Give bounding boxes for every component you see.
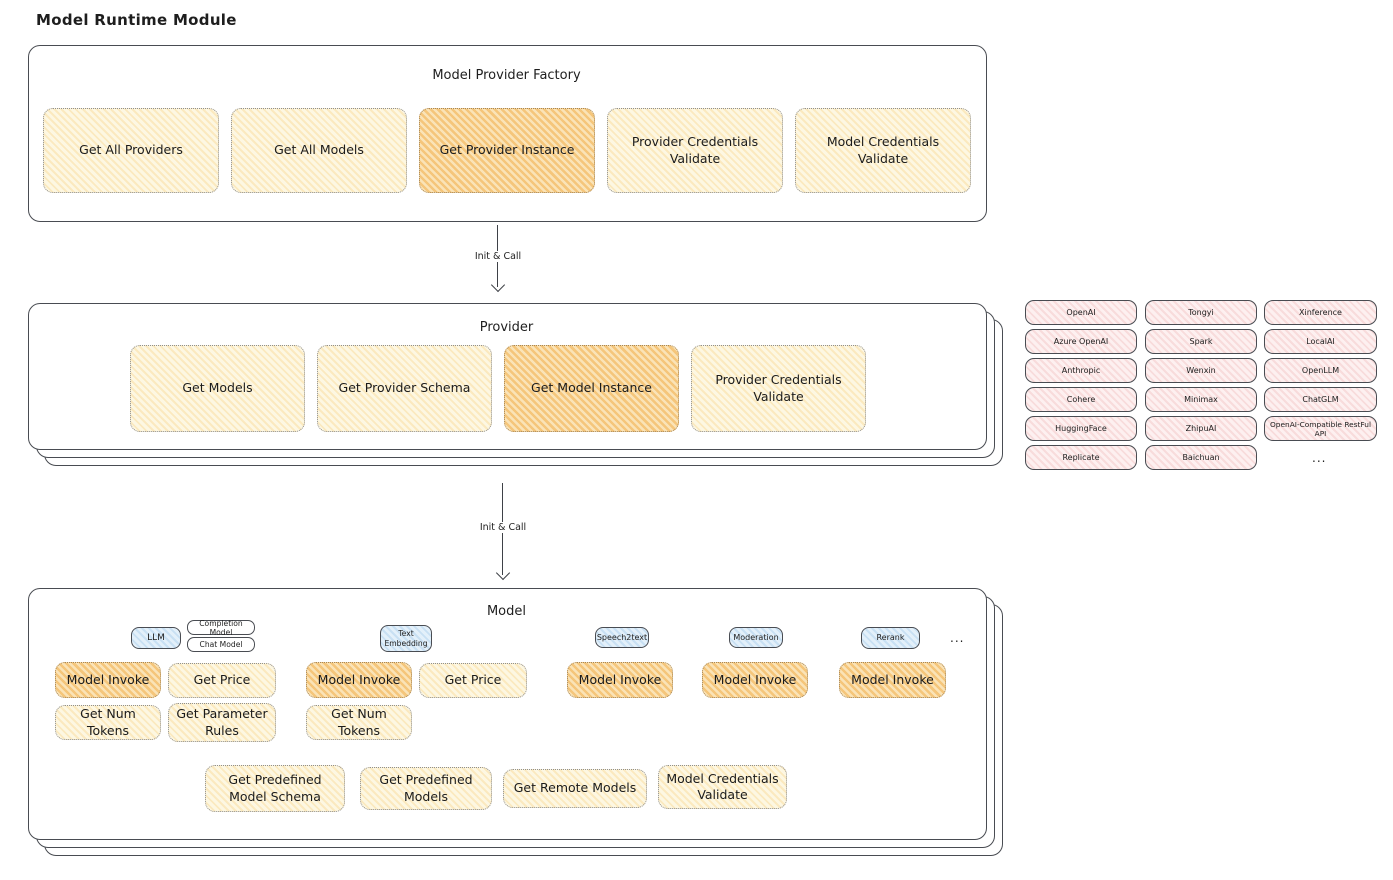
provider-pill-chatglm[interactable]: ChatGLM [1264, 387, 1377, 412]
provider-pill-baichuan[interactable]: Baichuan [1145, 445, 1257, 470]
provider-pill-openai-compatible[interactable]: OpenAI-Compatible RestFul API [1264, 416, 1377, 441]
node-rerank-model-invoke[interactable]: Model Invoke [839, 662, 946, 698]
provider-title: Provider [479, 320, 534, 335]
providers-more-ellipsis: ... [1312, 451, 1327, 465]
node-get-all-models[interactable]: Get All Models [231, 108, 407, 193]
provider-pill-wenxin[interactable]: Wenxin [1145, 358, 1257, 383]
node-moderation-model-invoke[interactable]: Model Invoke [702, 662, 808, 698]
node-embedding-model-invoke[interactable]: Model Invoke [306, 662, 412, 698]
node-get-predefined-model-schema[interactable]: Get Predefined Model Schema [205, 765, 345, 812]
node-llm-model-invoke[interactable]: Model Invoke [55, 662, 161, 698]
node-embedding-get-price[interactable]: Get Price [419, 663, 527, 698]
tab-chat-model[interactable]: Chat Model [187, 637, 255, 652]
provider-pill-azure-openai[interactable]: Azure OpenAI [1025, 329, 1137, 354]
page-title: Model Runtime Module [36, 11, 237, 29]
tab-completion-model[interactable]: Completion Model [187, 619, 255, 637]
node-speech2text-model-invoke[interactable]: Model Invoke [567, 662, 673, 698]
tab-llm[interactable]: LLM [131, 627, 181, 649]
provider-pill-huggingface[interactable]: HuggingFace [1025, 416, 1137, 441]
tab-speech2text[interactable]: Speech2text [595, 627, 649, 648]
provider-pill-cohere[interactable]: Cohere [1025, 387, 1137, 412]
node-llm-get-price[interactable]: Get Price [168, 663, 276, 698]
node-llm-get-num-tokens[interactable]: Get Num Tokens [55, 705, 161, 740]
node-get-predefined-models[interactable]: Get Predefined Models [360, 767, 492, 810]
node-model-credentials-validate[interactable]: Model Credentials Validate [795, 108, 971, 193]
provider-pill-tongyi[interactable]: Tongyi [1145, 300, 1257, 325]
tabs-more-ellipsis: ... [950, 631, 965, 645]
node-embedding-get-num-tokens[interactable]: Get Num Tokens [306, 705, 412, 740]
provider-pill-openllm[interactable]: OpenLLM [1264, 358, 1377, 383]
model-title: Model [486, 604, 527, 619]
tab-moderation[interactable]: Moderation [729, 627, 783, 648]
factory-title: Model Provider Factory [432, 68, 581, 83]
arrow1-label: Init & Call [470, 251, 526, 262]
provider-pill-replicate[interactable]: Replicate [1025, 445, 1137, 470]
node-llm-get-parameter-rules[interactable]: Get Parameter Rules [168, 703, 276, 742]
provider-pill-spark[interactable]: Spark [1145, 329, 1257, 354]
node-provider-credentials-validate-2[interactable]: Provider Credentials Validate [691, 345, 866, 432]
arrow-down-icon [490, 277, 506, 293]
node-get-remote-models[interactable]: Get Remote Models [503, 769, 647, 808]
arrow-down-icon-2 [495, 565, 511, 581]
node-get-all-providers[interactable]: Get All Providers [43, 108, 219, 193]
provider-pill-xinference[interactable]: Xinference [1264, 300, 1377, 325]
provider-pill-anthropic[interactable]: Anthropic [1025, 358, 1137, 383]
node-get-model-instance[interactable]: Get Model Instance [504, 345, 679, 432]
node-model-credentials-validate-2[interactable]: Model Credentials Validate [658, 765, 787, 809]
provider-pill-zhipuai[interactable]: ZhipuAI [1145, 416, 1257, 441]
node-provider-credentials-validate[interactable]: Provider Credentials Validate [607, 108, 783, 193]
node-get-provider-instance[interactable]: Get Provider Instance [419, 108, 595, 193]
tab-rerank[interactable]: Rerank [861, 627, 920, 649]
provider-pill-openai[interactable]: OpenAI [1025, 300, 1137, 325]
node-get-provider-schema[interactable]: Get Provider Schema [317, 345, 492, 432]
provider-pill-minimax[interactable]: Minimax [1145, 387, 1257, 412]
provider-pill-localai[interactable]: LocalAI [1264, 329, 1377, 354]
arrow2-label: Init & Call [475, 522, 531, 533]
node-get-models[interactable]: Get Models [130, 345, 305, 432]
tab-text-embedding[interactable]: Text Embedding [380, 625, 432, 652]
